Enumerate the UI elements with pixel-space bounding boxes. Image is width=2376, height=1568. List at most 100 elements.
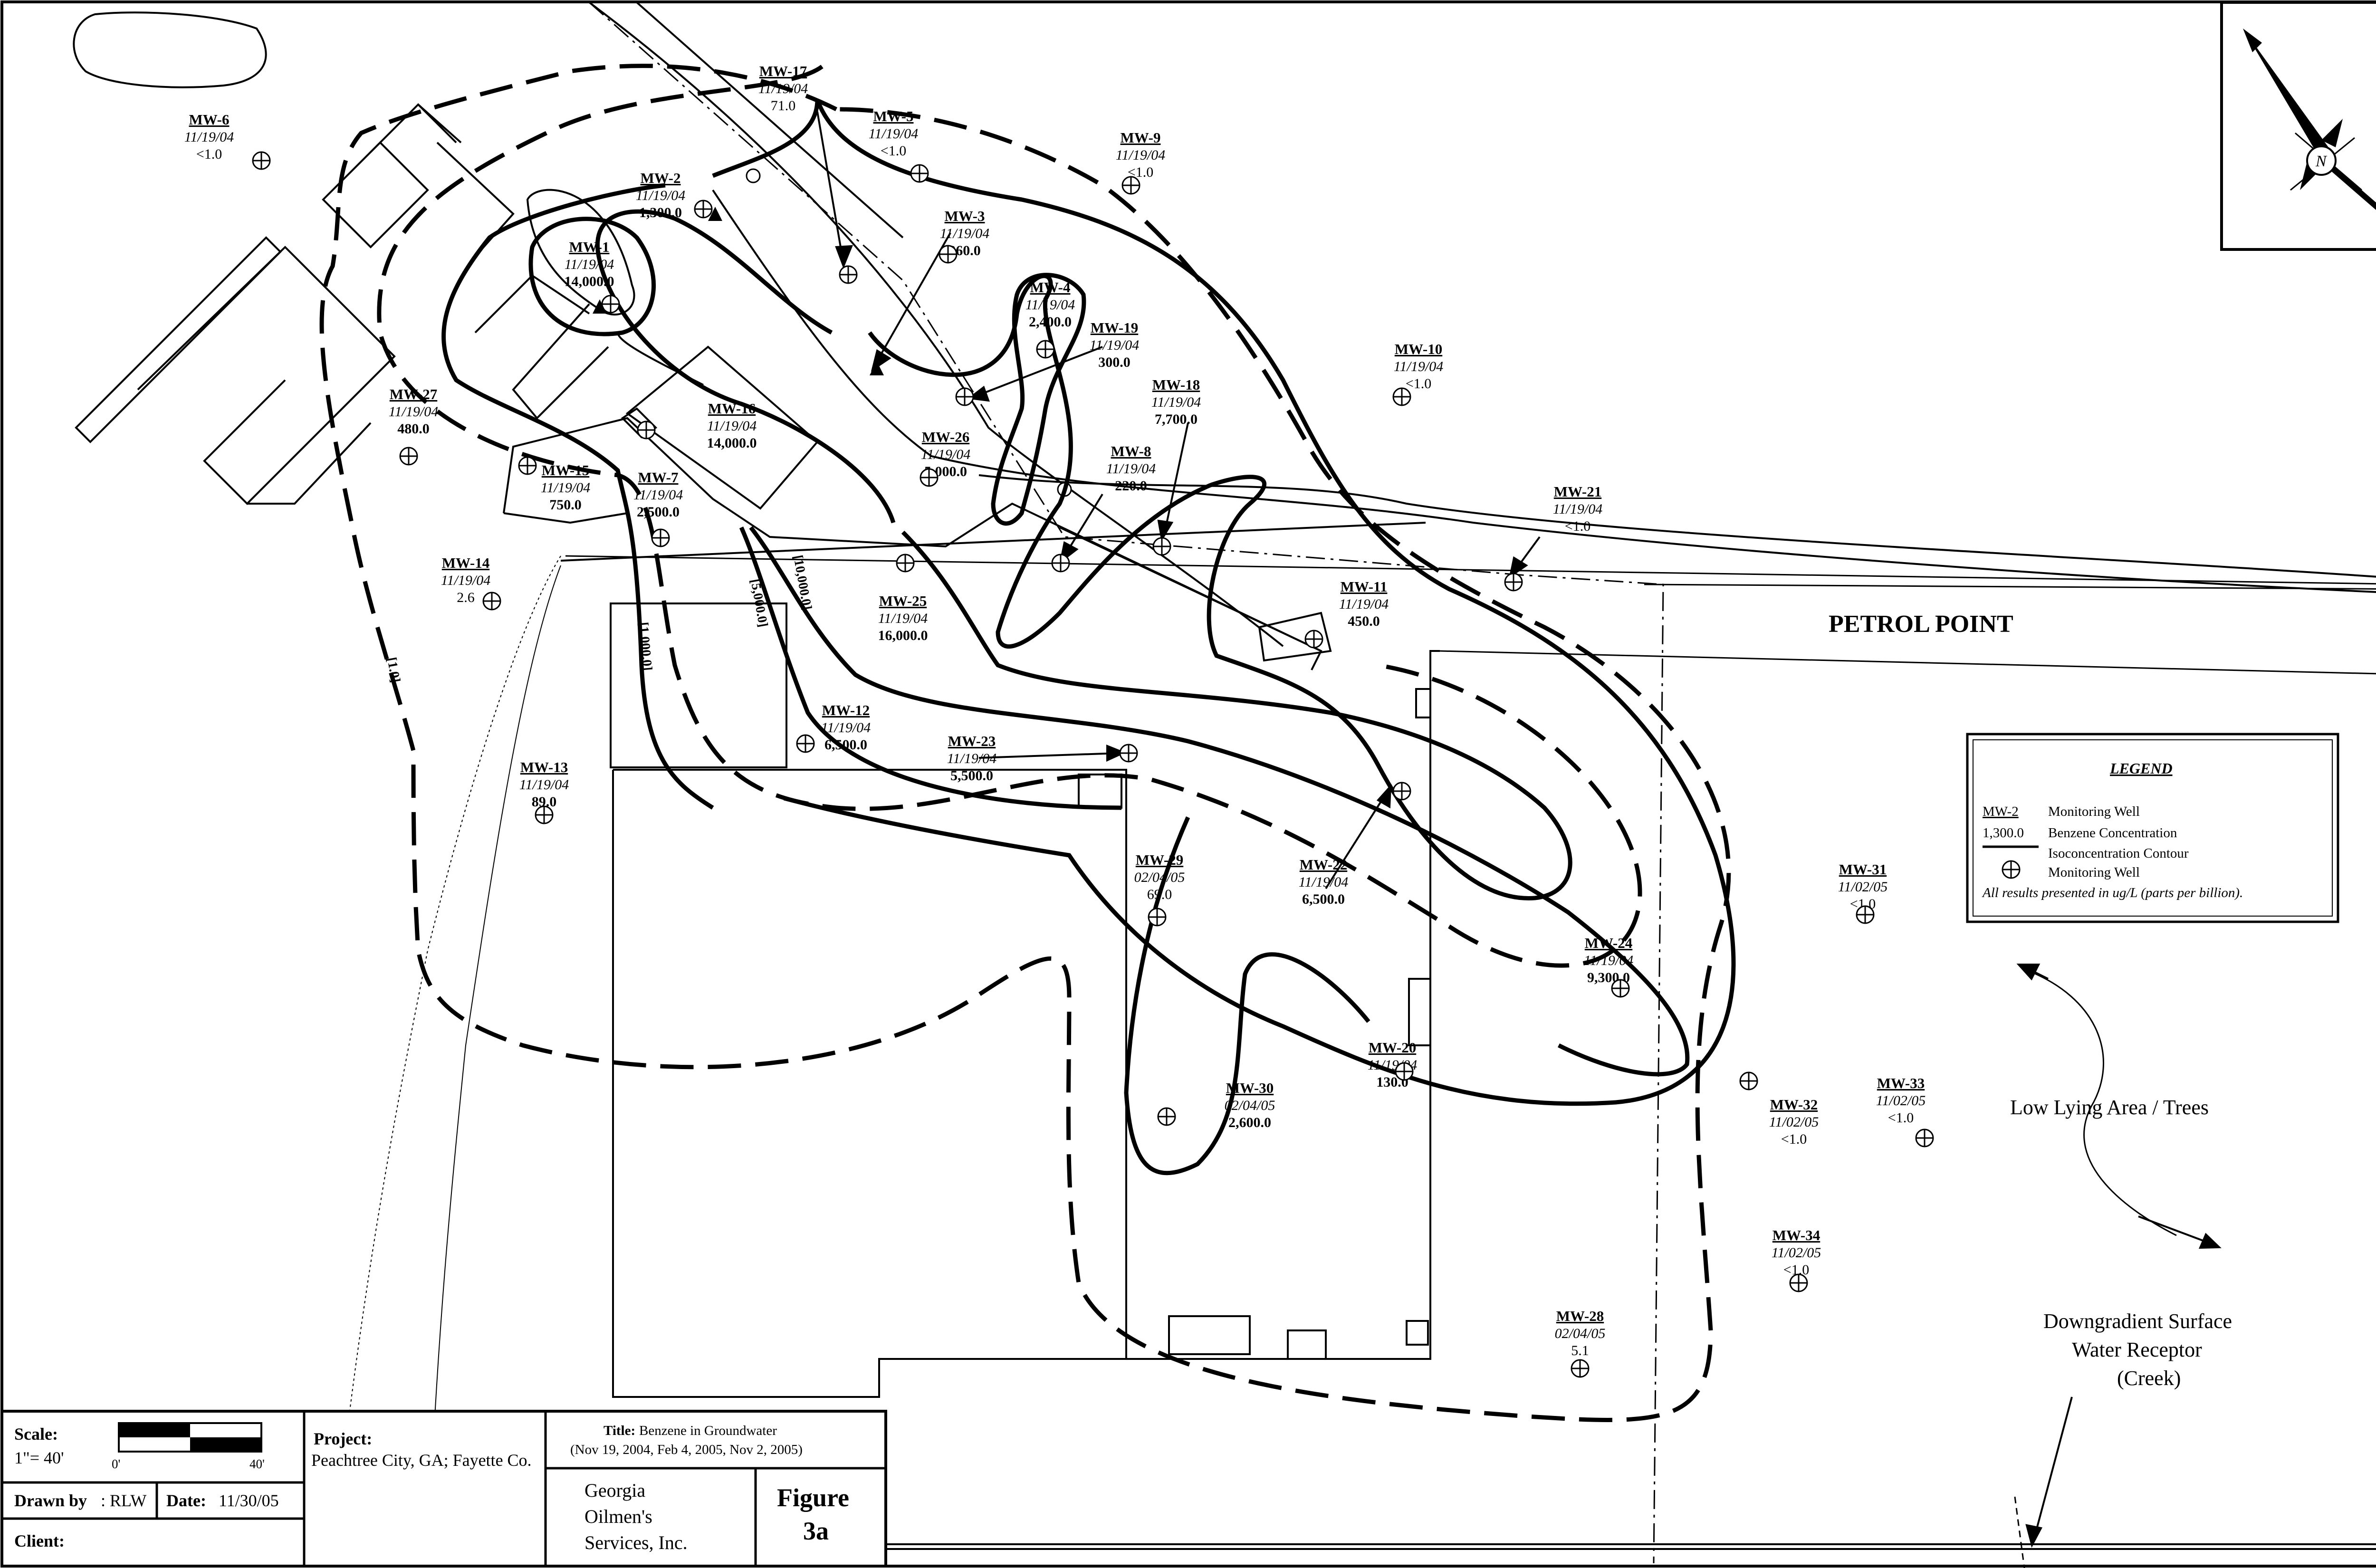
well-date: 11/19/04 xyxy=(1394,359,1443,374)
well-mw-9: MW-911/19/04<1.0 xyxy=(1116,129,1165,195)
well-id: MW-9 xyxy=(1121,129,1161,146)
low-area-curve xyxy=(2024,968,2177,1236)
well-symbol-icon xyxy=(1571,1359,1590,1378)
well-id: MW-3 xyxy=(945,208,985,224)
contour-5000 xyxy=(783,99,1736,1106)
well-symbol-icon xyxy=(1148,908,1167,927)
contour-10000 xyxy=(441,183,714,810)
well-mw-4: MW-411/19/042,400.0 xyxy=(1025,279,1075,359)
well-id: MW-11 xyxy=(1341,578,1388,595)
well-date: 11/02/05 xyxy=(1769,1114,1819,1130)
well-symbol-icon xyxy=(1304,630,1323,649)
well-date: 11/19/04 xyxy=(633,487,683,503)
well-date: 11/19/04 xyxy=(1584,953,1633,968)
well-value: 16,000.0 xyxy=(878,628,928,643)
well-id: MW-32 xyxy=(1770,1096,1818,1113)
date-value: 11/30/05 xyxy=(219,1491,279,1510)
triangle-marker xyxy=(708,207,722,221)
well-symbol-icon xyxy=(1119,744,1138,763)
well-symbol-icon xyxy=(920,468,939,487)
scale-end: 40' xyxy=(249,1457,265,1471)
well-symbol-icon xyxy=(694,200,713,219)
date-label: Date: xyxy=(166,1491,206,1510)
well-id: MW-7 xyxy=(638,469,679,486)
receptor-label-2: Water Receptor xyxy=(2072,1338,2202,1361)
well-id: MW-4 xyxy=(1030,279,1071,296)
low-lying-area-label: Low Lying Area / Trees xyxy=(2010,1096,2209,1119)
well-value: 69.0 xyxy=(1147,887,1172,902)
well-value: 71.0 xyxy=(771,98,796,114)
contour-1 xyxy=(319,64,1731,1422)
well-symbol-icon xyxy=(1856,905,1875,924)
well-date: 02/04/05 xyxy=(1555,1326,1606,1341)
well-value: 2,400.0 xyxy=(1029,314,1072,330)
well-symbol-icon xyxy=(399,447,418,466)
well-date: 11/02/05 xyxy=(1838,879,1887,895)
well-mw-7: MW-711/19/042,500.0 xyxy=(633,469,683,547)
well-symbol-icon xyxy=(518,456,537,475)
contour-1000 xyxy=(377,65,1642,968)
compass-n: N xyxy=(2315,153,2328,170)
legend-item-benzene: Benzene Concentration xyxy=(2048,825,2177,841)
well-id: MW-13 xyxy=(520,759,568,775)
well-id: MW-12 xyxy=(822,702,870,718)
well-date: 11/19/04 xyxy=(940,226,989,241)
well-id: MW-15 xyxy=(542,462,589,478)
well-symbol-icon xyxy=(939,245,958,264)
well-mw-2: MW-211/19/041,300.0 xyxy=(636,170,713,220)
monitoring-wells: MW-611/19/04<1.0MW-1711/19/0471.0MW-511/… xyxy=(184,63,1934,1378)
well-mw-6: MW-611/19/04<1.0 xyxy=(184,111,271,170)
well-id: MW-25 xyxy=(879,593,927,609)
well-symbol-icon xyxy=(637,421,656,440)
well-date: 11/19/04 xyxy=(878,611,928,626)
well-id: MW-8 xyxy=(1111,443,1151,459)
well-date: 11/19/04 xyxy=(1025,297,1075,313)
well-value: 220.0 xyxy=(1115,478,1147,494)
legend-sample-value: 1,300.0 xyxy=(1983,825,2024,841)
well-value: 2.6 xyxy=(457,590,475,605)
well-value: <1.0 xyxy=(881,143,906,159)
well-symbol-icon xyxy=(651,528,670,547)
legend-item-contour: Isoconcentration Contour xyxy=(2048,846,2189,861)
thin-line xyxy=(427,565,561,1559)
well-value: 6,500.0 xyxy=(1302,891,1345,907)
legend-item-symbol: Monitoring Well xyxy=(2048,865,2140,880)
well-id: MW-30 xyxy=(1226,1080,1274,1096)
well-id: MW-14 xyxy=(442,555,489,571)
well-id: MW-6 xyxy=(189,111,230,128)
title-block: Scale: 1"= 40' 0' 40' Drawn by : RLW Dat… xyxy=(0,1410,887,1568)
site-features xyxy=(73,1,2376,1550)
well-symbol-icon xyxy=(1392,387,1411,406)
well-date: 11/19/04 xyxy=(519,777,569,793)
legend-sample-id: MW-2 xyxy=(1983,804,2019,819)
drawn-by-value: : RLW xyxy=(101,1491,146,1510)
scale-value: 1"= 40' xyxy=(14,1448,64,1467)
legend: LEGEND MW-2 Monitoring Well 1,300.0 Benz… xyxy=(1966,733,2339,923)
well-value: <1.0 xyxy=(1406,376,1431,392)
title-label: Title: xyxy=(604,1423,635,1438)
well-id: MW-28 xyxy=(1556,1308,1604,1324)
well-id: MW-17 xyxy=(759,63,807,79)
well-symbol-icon xyxy=(1739,1071,1758,1090)
well-value: 2,500.0 xyxy=(637,504,680,520)
well-value: 450.0 xyxy=(1348,613,1380,629)
well-id: MW-29 xyxy=(1136,851,1183,868)
well-date: 11/19/04 xyxy=(1090,337,1139,353)
well-date: 11/19/04 xyxy=(869,126,918,142)
